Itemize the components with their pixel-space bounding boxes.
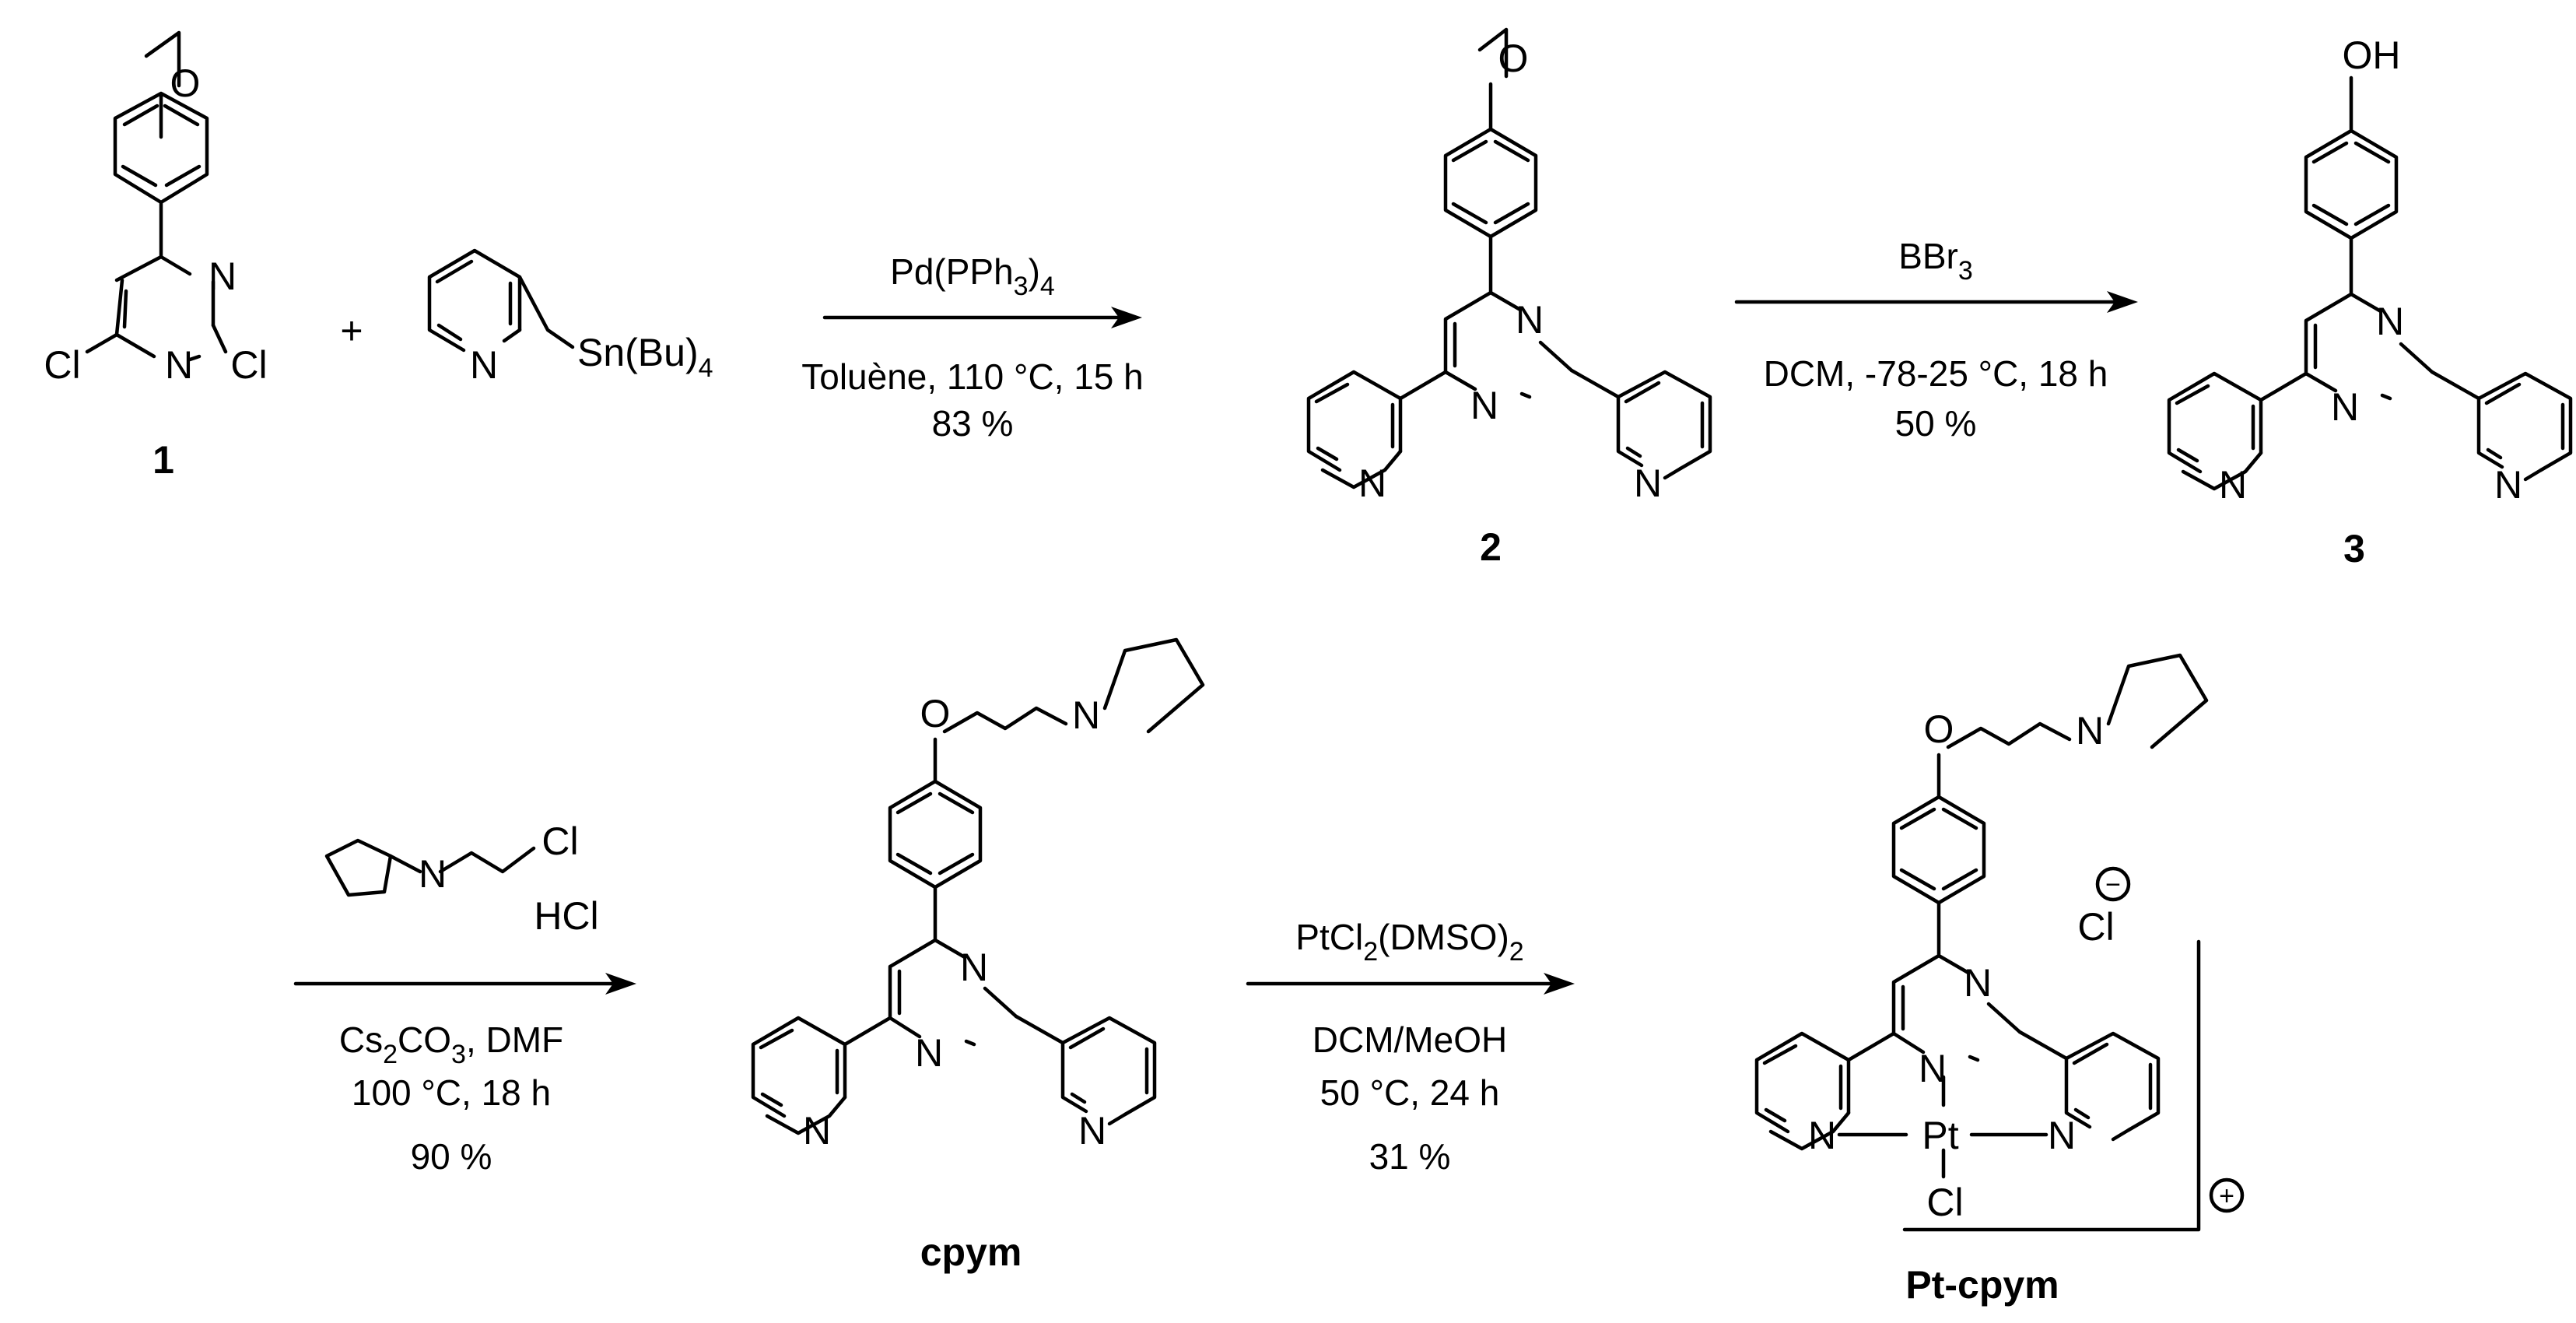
stannyl-group: Sn(Bu)4	[577, 331, 713, 383]
pt-cpym-structure: O N N N N Pt N Cl Cl − + Pt-cpym	[1754, 653, 2245, 1307]
arrow-1-yield: 83 %	[932, 403, 1014, 444]
compound-2-structure: O N N N N 2	[1306, 27, 1712, 569]
chloride-counterion: Cl	[2077, 905, 2114, 949]
compound-label-2: 2	[1480, 525, 1502, 569]
cpym-nitrogen-b: N	[915, 1031, 943, 1075]
compound-1-chlorine-a: Cl	[44, 343, 80, 387]
compound-3-nitrogen-b: N	[2331, 385, 2359, 429]
arrow-3-temperature: 100 °C, 18 h	[352, 1072, 551, 1113]
arrow-1-conditions: Toluène, 110 °C, 15 h	[801, 356, 1144, 397]
compound-3-hydroxyl: OH	[2343, 33, 2401, 77]
pt-cpym-nitrogen-c: N	[1808, 1114, 1836, 1157]
reaction-arrow-2: BBr3 DCM, -78-25 °C, 18 h 50 %	[1734, 236, 2138, 444]
arrow-2-reagent: BBr3	[1898, 236, 1973, 286]
negative-charge-sign: −	[2105, 870, 2121, 900]
pt-cpym-platinum: Pt	[1922, 1114, 1958, 1157]
reagent-hcl: HCl	[534, 894, 598, 938]
pt-cpym-nitrogen-b: N	[1919, 1047, 1947, 1090]
compound-2-nitrogen-c: N	[1358, 461, 1386, 505]
cpym-nitrogen-a: N	[960, 946, 988, 989]
compound-1-structure: O N N Cl Cl 1	[44, 30, 268, 482]
compound-3-nitrogen-c: N	[2219, 463, 2247, 507]
reagent-chlorine: Cl	[541, 819, 578, 863]
arrow-2-yield: 50 %	[1895, 403, 1977, 444]
compound-label-3: 3	[2343, 527, 2365, 570]
pt-cpym-nitrogen-d: N	[2048, 1114, 2076, 1157]
compound-1-nitrogen-a: N	[209, 254, 237, 298]
cpym-nitrogen-d: N	[1078, 1109, 1106, 1153]
stannylpyridine-structure: N Sn(Bu)4	[427, 248, 713, 387]
pyridine-nitrogen: N	[470, 343, 498, 387]
pt-cpym-chloride-ligand: Cl	[1926, 1181, 1963, 1224]
compound-label-1: 1	[152, 438, 174, 482]
compound-3-nitrogen-d: N	[2494, 463, 2522, 507]
arrow-1-reagent: Pd(PPh3)4	[890, 251, 1055, 301]
arrow-4-temperature: 50 °C, 24 h	[1320, 1072, 1500, 1113]
cpym-pyrrolidine-nitrogen: N	[1072, 693, 1100, 737]
reaction-arrow-1: Pd(PPh3)4 Toluène, 110 °C, 15 h 83 %	[801, 251, 1144, 444]
reaction-arrow-3: N Cl HCl Cs2CO3, DMF 100 °C, 18 h 90 %	[293, 819, 636, 1177]
plus-sign: +	[340, 309, 363, 353]
negative-charge-icon	[2095, 866, 2131, 902]
pt-cpym-pyrrolidine-nitrogen: N	[2076, 709, 2104, 753]
compound-2-nitrogen-b: N	[1470, 384, 1498, 427]
cpym-oxygen: O	[920, 692, 951, 735]
pt-cpym-oxygen: O	[1924, 707, 1954, 751]
compound-2-nitrogen-a: N	[1516, 298, 1544, 342]
compound-2-nitrogen-d: N	[1634, 461, 1662, 505]
arrow-4-yield: 31 %	[1369, 1136, 1451, 1177]
compound-1-oxygen: O	[170, 61, 201, 105]
compound-3-nitrogen-a: N	[2376, 300, 2404, 343]
compound-3-structure: OH N N N N 3	[2167, 33, 2573, 570]
arrow-4-reagent: PtCl2(DMSO)2	[1295, 917, 1523, 967]
arrow-2-conditions: DCM, -78-25 °C, 18 h	[1764, 353, 2108, 394]
arrow-3-conditions: Cs2CO3, DMF	[339, 1019, 563, 1069]
compound-label-cpym: cpym	[920, 1230, 1022, 1274]
arrow-3-yield: 90 %	[411, 1136, 492, 1177]
compound-label-pt-cpym: Pt-cpym	[1905, 1263, 2059, 1307]
positive-charge-icon	[2209, 1177, 2245, 1213]
positive-charge-sign: +	[2219, 1181, 2234, 1211]
reaction-arrow-4: PtCl2(DMSO)2 DCM/MeOH 50 °C, 24 h 31 %	[1246, 917, 1575, 1177]
cpym-structure: O N N N N N cpym	[751, 637, 1205, 1274]
arrow-4-solvent: DCM/MeOH	[1313, 1019, 1507, 1060]
compound-1-chlorine-b: Cl	[230, 343, 267, 387]
pt-cpym-nitrogen-a: N	[1964, 961, 1992, 1005]
reagent-nitrogen: N	[419, 852, 447, 896]
compound-1-nitrogen-b: N	[165, 343, 193, 387]
compound-2-oxygen: O	[1498, 37, 1529, 80]
cpym-nitrogen-c: N	[803, 1109, 831, 1153]
